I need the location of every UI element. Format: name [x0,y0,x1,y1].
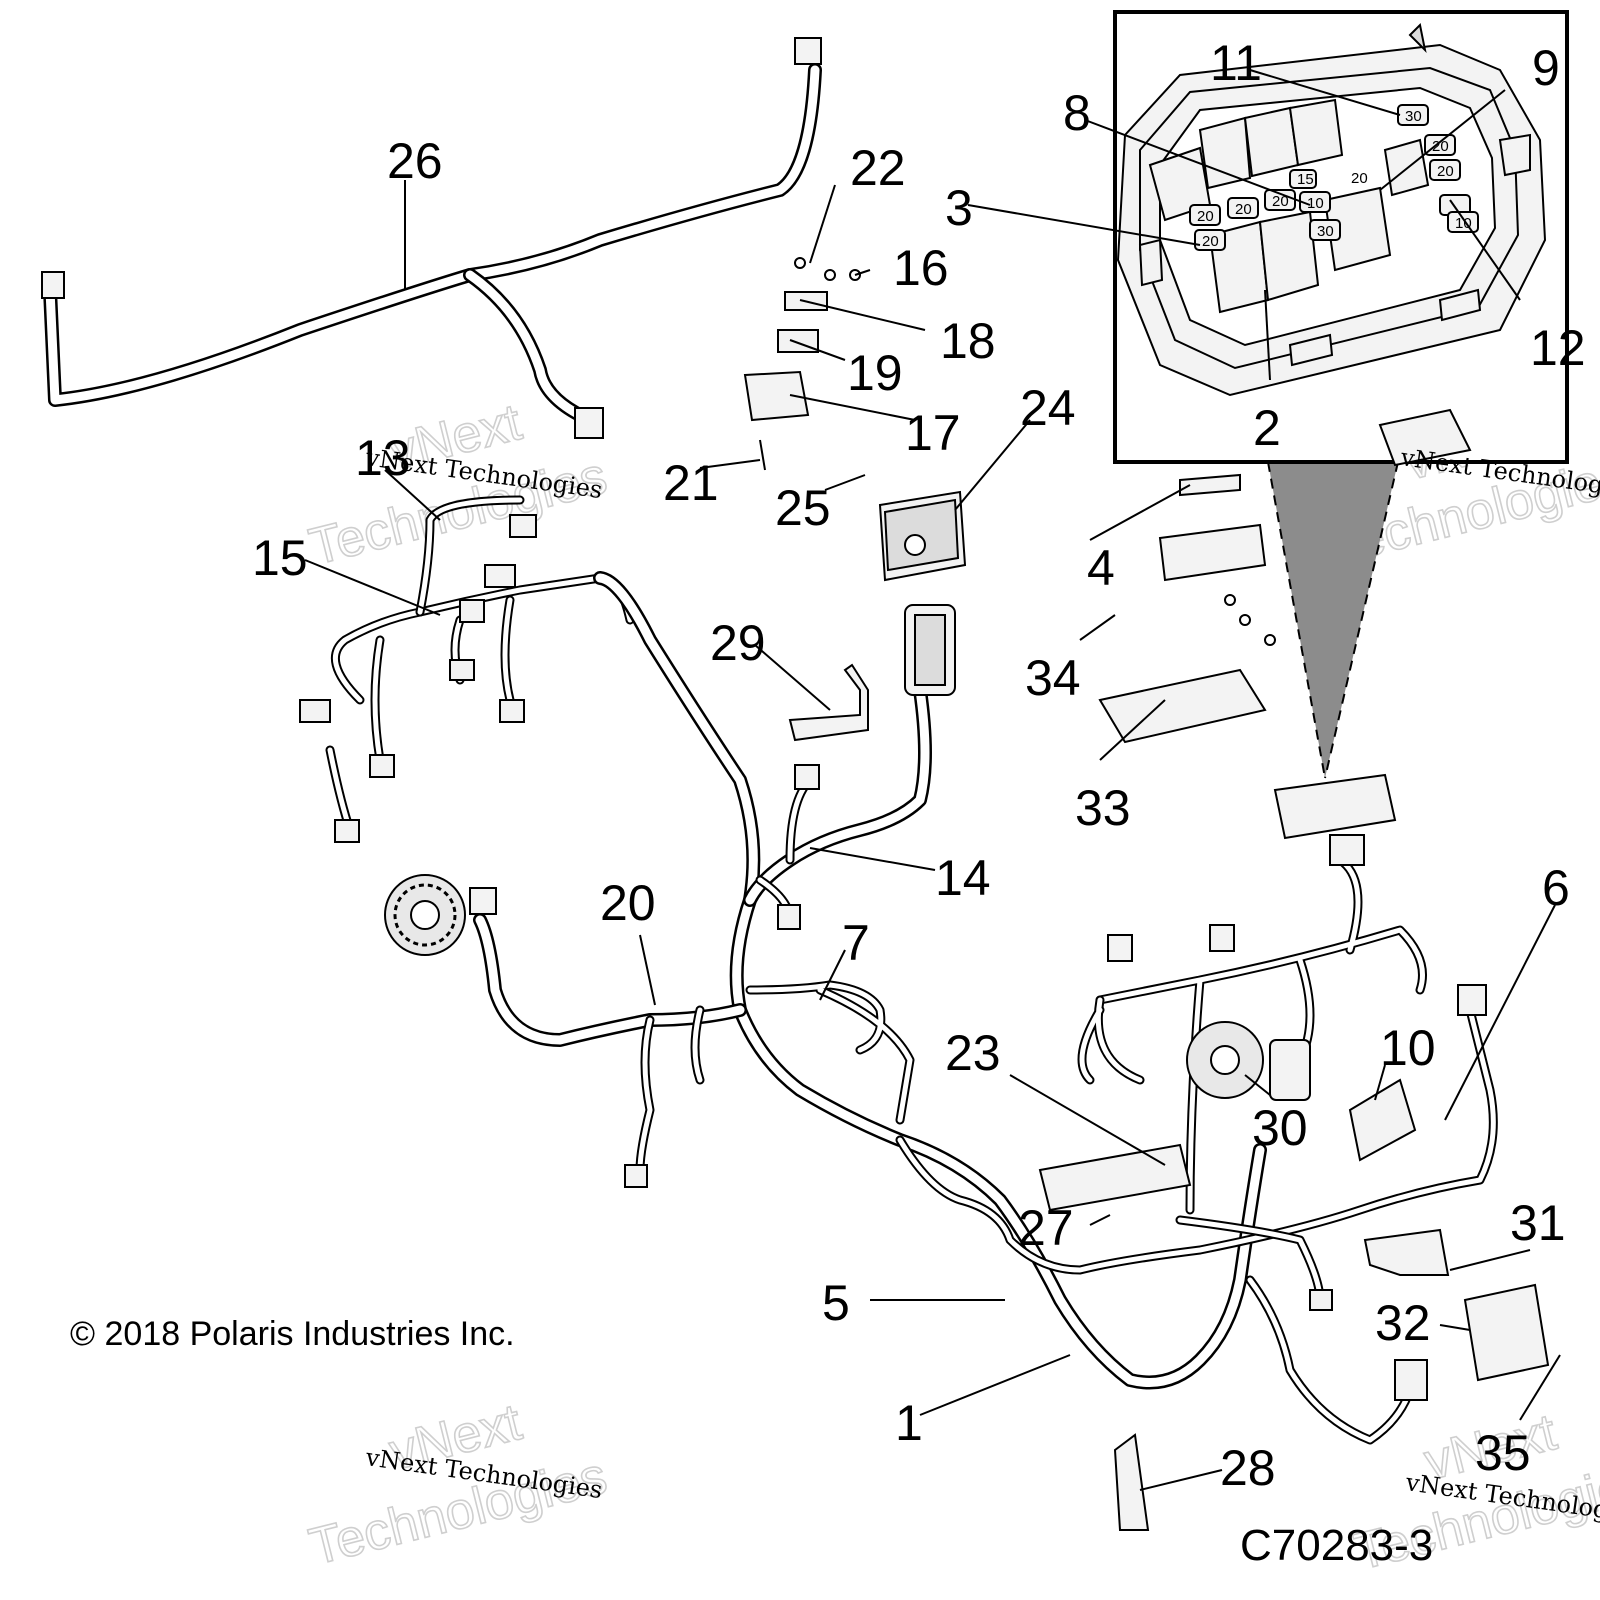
fuse-label: 20 [1351,170,1368,187]
fuse-block-23 [1038,1143,1192,1212]
fuse-label: 10 [1455,215,1472,232]
callout-18: 18 [940,313,996,369]
regulator-32 [1463,1283,1550,1382]
copyright-text: © 2018 Polaris Industries Inc. [70,1315,515,1353]
fuse-label: 20 [1197,208,1214,225]
bracket-29 [788,663,869,742]
callout-27: 27 [1018,1200,1074,1256]
fuse-label: 30 [1317,223,1334,240]
fuse-label: 20 [1432,138,1449,155]
fuse-label: 10 [1307,195,1324,212]
main-harness [473,571,1498,1445]
fuse-label: 20 [1272,193,1289,210]
callout-19: 19 [847,345,903,401]
callout-17: 17 [905,405,961,461]
callout-15: 15 [252,530,308,586]
callout-32: 32 [1375,1295,1431,1351]
fuse-box-inset: 20 20 20 20 30 20 20 10 20 15 30 10 [1113,10,1569,464]
callout-11: 11 [1210,35,1262,91]
callout-1: 1 [895,1395,923,1451]
relay-assembly [743,257,861,471]
callout-7: 7 [842,915,870,971]
callout-12: 12 [1530,320,1586,376]
callout-labels: 1 2 3 4 5 6 7 8 9 10 11 12 13 14 15 16 1… [252,35,1586,1496]
callout-34: 34 [1025,650,1081,706]
callout-21: 21 [663,455,719,511]
callout-4: 4 [1087,540,1115,596]
callout-8: 8 [1063,85,1091,141]
callout-5: 5 [822,1275,850,1331]
callout-33: 33 [1075,780,1131,836]
ecu-module [878,490,967,582]
fuse-ratings: 20 20 20 20 30 20 20 10 20 15 30 10 [1197,108,1472,250]
fuse-label: 20 [1235,201,1252,218]
callout-3: 3 [945,180,973,236]
leader-lines [304,69,1561,1491]
fuse-label: 20 [1437,163,1454,180]
callout-2: 2 [1253,400,1281,456]
callout-26: 26 [387,133,443,189]
callout-14: 14 [935,850,991,906]
callout-23: 23 [945,1025,1001,1081]
fuse-label: 15 [1297,171,1314,188]
callout-20: 20 [600,875,656,931]
callout-9: 9 [1532,40,1560,96]
callout-25: 25 [775,480,831,536]
callout-30: 30 [1252,1100,1308,1156]
module-4 [1158,473,1276,646]
callout-10: 10 [1380,1020,1436,1076]
bracket-31 [1363,1228,1450,1276]
fuse-label: 30 [1405,108,1422,125]
connector-module [1378,408,1472,467]
horn-30 [1186,1021,1264,1099]
callout-31: 31 [1510,1195,1566,1251]
callout-28: 28 [1220,1440,1276,1496]
callout-13: 13 [355,430,411,486]
sensor-10 [1348,1078,1417,1162]
fuse-label: 20 [1202,233,1219,250]
callout-29: 29 [710,615,766,671]
callout-24: 24 [1020,380,1076,436]
callout-35: 35 [1475,1425,1531,1481]
mount-plate [1098,668,1267,744]
callout-16: 16 [893,240,949,296]
harness-26 [41,37,822,439]
zoom-cone [1268,462,1398,778]
stator [384,874,497,956]
bracket-28 [1113,1433,1150,1531]
callout-22: 22 [850,140,906,196]
callout-6: 6 [1542,860,1570,916]
diagram-code: C70283-3 [1240,1521,1433,1570]
fuse-box [1273,773,1397,840]
